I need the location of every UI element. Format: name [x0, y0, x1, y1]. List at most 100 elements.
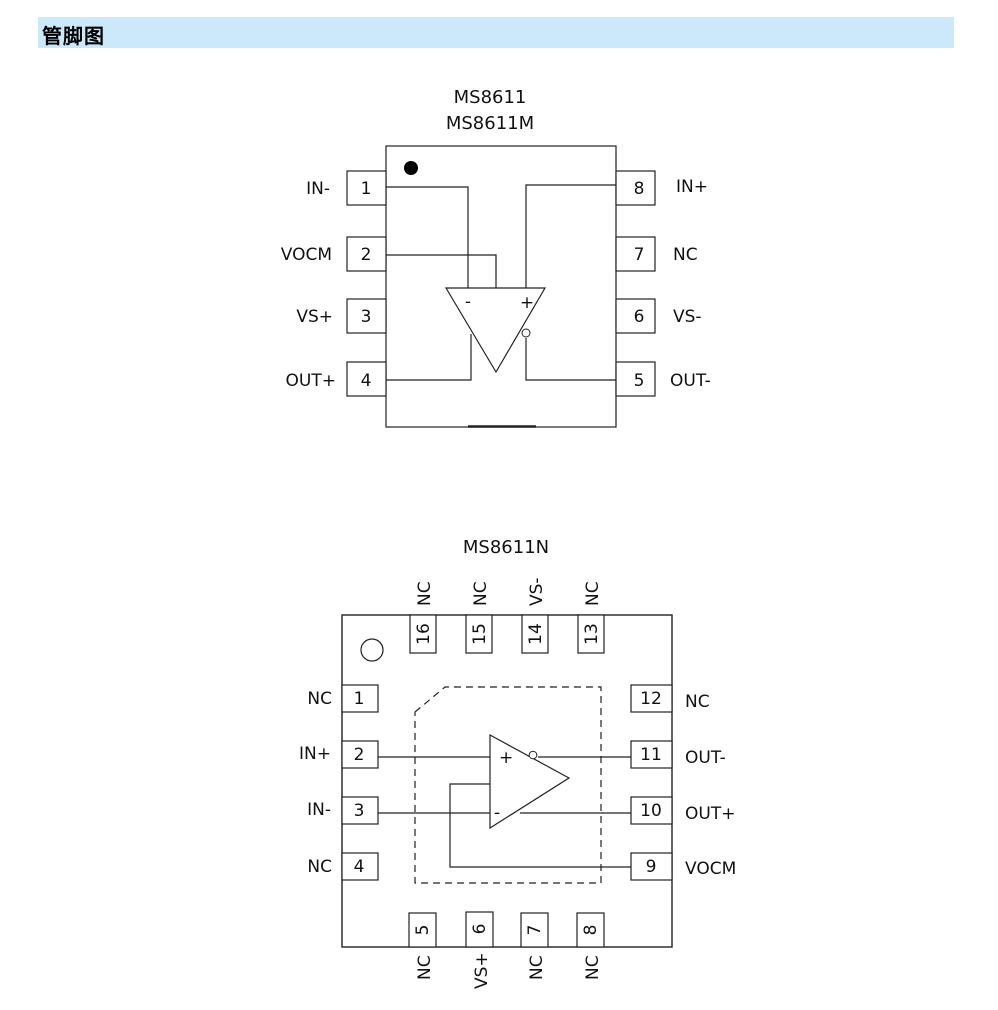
pin-16-5: 5 NC — [408, 912, 437, 980]
pin-label: IN+ — [676, 177, 708, 197]
pin-box — [521, 614, 549, 654]
pin-number: 4 — [361, 371, 372, 391]
pin-label: IN- — [306, 179, 330, 199]
pin-8-7: 7 NC — [615, 236, 698, 272]
amp-plus-sign: + — [520, 293, 534, 313]
package-8pin: MS8611 MS8611M 1 IN- 2 VOCM 3 VS+ 4 OUT+ — [281, 87, 711, 428]
pin-8-2: 2 VOCM — [281, 236, 387, 272]
pin-box — [577, 614, 605, 654]
pin-label: VOCM — [685, 859, 736, 879]
exposed-pad-outline — [414, 686, 602, 884]
pin-16-10: 10 OUT+ — [630, 796, 735, 825]
pin-label: IN+ — [299, 744, 331, 764]
pin-label: NC — [527, 955, 547, 980]
section-title: 管脚图 — [42, 24, 105, 48]
pin-box — [409, 614, 437, 654]
pin-16-6: 6 VS+ — [465, 911, 494, 989]
pin-8-4: 4 OUT+ — [286, 361, 387, 397]
pin-number: 1 — [361, 179, 372, 199]
pin-box — [520, 912, 549, 948]
amp-minus-sign: - — [494, 803, 500, 823]
inverting-output-bubble — [521, 328, 531, 338]
pin-label: VS- — [527, 577, 547, 606]
pin-label: NC — [583, 955, 603, 980]
pin-box — [465, 614, 493, 654]
pin-16-12: 12 NC — [630, 684, 710, 713]
pin-8-3: 3 VS+ — [296, 298, 387, 334]
pin-box — [341, 852, 379, 881]
pin-8-8: 8 IN+ — [615, 170, 708, 206]
package-8pin-wiring — [386, 184, 616, 381]
pin-label: VS+ — [296, 307, 333, 327]
pin-box — [630, 740, 673, 769]
pin-16-7: 7 NC — [520, 912, 549, 980]
pin-16-15: 15 NC — [465, 581, 493, 654]
wire-out-plus — [386, 334, 472, 381]
pin-number: 11 — [640, 745, 662, 765]
pin-box — [346, 361, 387, 397]
pin-label: OUT- — [670, 371, 711, 391]
wire-out-minus — [525, 338, 616, 381]
pin-16-9: 9 VOCM — [630, 852, 736, 881]
package-8pin-title-2: MS8611M — [446, 113, 534, 134]
pin-16-14: 14 VS- — [521, 577, 549, 654]
pin-box — [630, 796, 673, 825]
pin-16-8: 8 NC — [576, 912, 605, 980]
pin-16-16: 16 NC — [409, 581, 437, 654]
pin-number: 9 — [646, 857, 657, 877]
wire-in-minus — [386, 186, 469, 288]
pin-number: 7 — [634, 245, 645, 265]
pin-label: NC — [583, 581, 603, 606]
pin-number: 2 — [361, 245, 372, 265]
package-8pin-title-1: MS8611 — [454, 87, 527, 108]
pin-box — [341, 740, 379, 769]
pin-number: 5 — [413, 925, 433, 936]
pin-16-1: 1 NC — [307, 684, 379, 713]
pin-label: OUT+ — [286, 371, 336, 391]
pin-label: NC — [685, 692, 710, 712]
pin-box — [576, 912, 605, 948]
pin-16-13: 13 NC — [577, 581, 605, 654]
pin-number: 13 — [582, 623, 602, 645]
pin-box — [630, 684, 673, 713]
pin1-indicator-dot — [404, 161, 418, 175]
pin-number: 4 — [354, 857, 365, 877]
pin-label: NC — [673, 245, 698, 265]
wire-in-plus — [525, 184, 616, 288]
section-header: 管脚图 — [38, 17, 954, 48]
pin-label: IN- — [307, 800, 331, 820]
pin-box — [630, 852, 673, 881]
pin-box — [615, 298, 656, 334]
pin-number: 15 — [470, 623, 490, 645]
pin1-indicator-circle — [360, 638, 384, 662]
pin-label: NC — [415, 955, 435, 980]
amp-plus-sign: + — [499, 748, 513, 768]
pin-number: 8 — [581, 925, 601, 936]
pin-number: 16 — [414, 623, 434, 645]
pin-number: 10 — [640, 801, 662, 821]
pin-number: 2 — [354, 745, 365, 765]
pin-box — [346, 236, 387, 272]
pin-box — [346, 170, 387, 206]
pin-label: NC — [471, 581, 491, 606]
pin-label: VS- — [673, 307, 702, 327]
inverting-output-bubble — [528, 750, 538, 760]
pin-box — [341, 796, 379, 825]
pin-number: 6 — [470, 924, 490, 935]
wire-vocm — [449, 783, 631, 868]
package-16pin: MS8611N 16 NC 15 NC 14 VS- 13 NC — [299, 537, 736, 989]
pin-16-3: 3 IN- — [307, 796, 379, 825]
package-16pin-wiring — [378, 756, 631, 868]
pin-16-2: 2 IN+ — [299, 740, 379, 769]
pin-number: 3 — [354, 801, 365, 821]
pin-number: 3 — [361, 307, 372, 327]
pin-number: 12 — [640, 689, 662, 709]
pin-number: 14 — [526, 623, 546, 645]
pin-label: NC — [307, 689, 332, 709]
pin-number: 8 — [634, 179, 645, 199]
pin-8-6: 6 VS- — [615, 298, 702, 334]
pin-box — [615, 170, 656, 206]
pin-label: VS+ — [472, 952, 492, 989]
pin-8-5: 5 OUT- — [615, 361, 711, 397]
pin-box — [346, 298, 387, 334]
